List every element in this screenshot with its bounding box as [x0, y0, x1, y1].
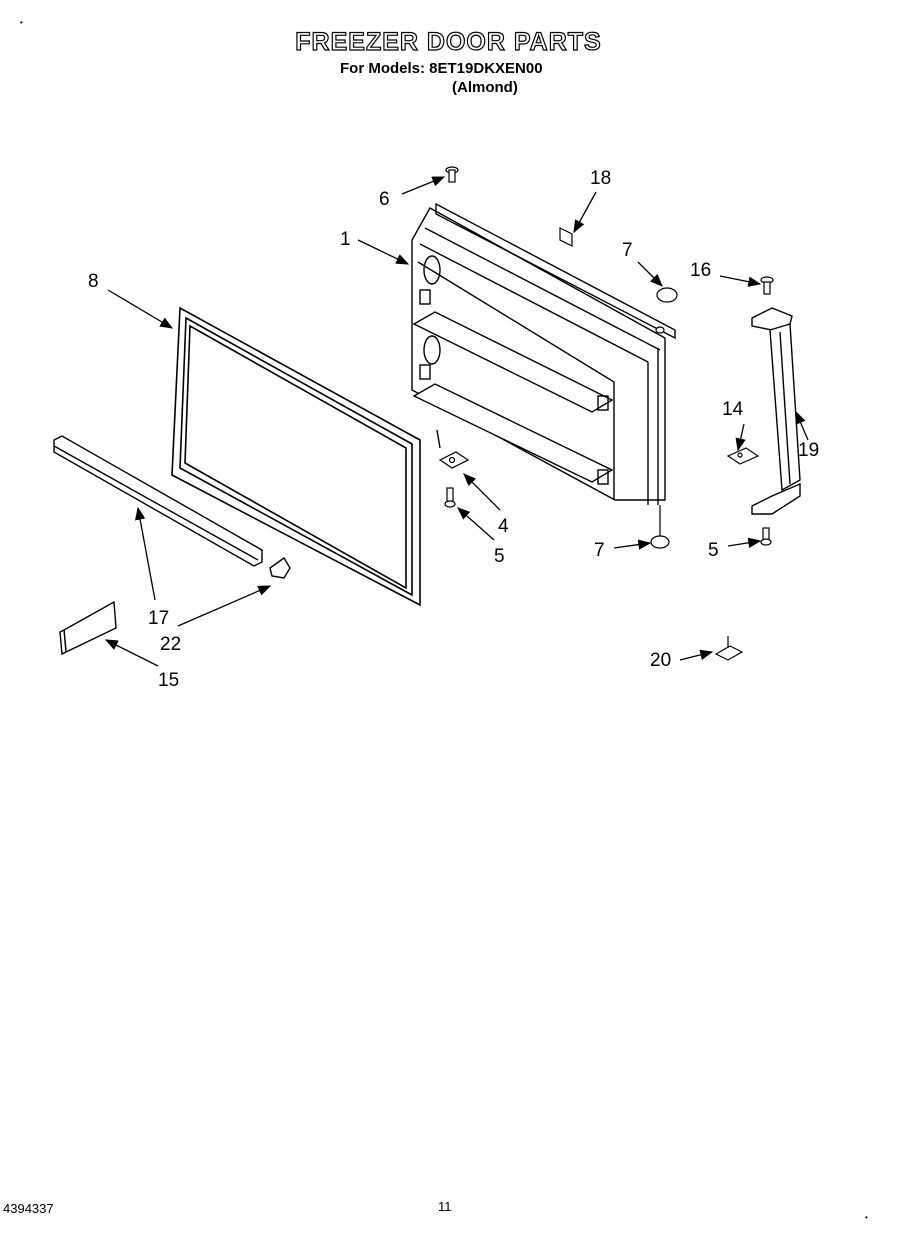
callout-15: 15: [158, 670, 179, 691]
callout-19: 19: [798, 440, 819, 461]
screw-part-5-right: [760, 527, 772, 546]
screw-part-5-left: [444, 487, 456, 508]
handle-part-19: [751, 307, 801, 515]
plug-part-7-top: [655, 287, 678, 334]
models-line: For Models: 8ET19DKXEN00: [340, 60, 543, 77]
door-gasket-part-8: [171, 306, 421, 607]
callout-8: 8: [88, 271, 99, 292]
callout-14: 14: [722, 399, 744, 420]
callout-6: 6: [379, 189, 390, 210]
door-liner-part-1: [411, 202, 676, 505]
hinge-bracket-part-4: [438, 451, 470, 469]
scan-mark-bottom-right: •: [865, 1213, 868, 1222]
callout-20: 20: [650, 650, 671, 671]
callout-18: 18: [590, 168, 611, 189]
cover-part-15: [59, 600, 117, 656]
clip-part-20: [714, 636, 744, 661]
clip-part-22: [269, 556, 291, 579]
plug-part-7-bottom: [650, 505, 670, 549]
screw-part-16: [760, 276, 774, 295]
part-code: 4394337: [3, 1201, 54, 1216]
trim-strip-part-17: [53, 435, 263, 567]
label-part-18: [559, 227, 573, 247]
callout-16: 16: [690, 260, 711, 281]
page-number: 11: [438, 1199, 452, 1214]
color-line: (Almond): [452, 79, 518, 96]
scan-mark-top-left: •: [20, 18, 23, 27]
leader-lines: [104, 176, 809, 667]
page-title: FREEZER DOOR PARTS: [295, 27, 602, 56]
callout-22: 22: [160, 634, 181, 655]
callout-5-left: 5: [494, 546, 505, 567]
screw-part-6: [445, 166, 459, 183]
callout-17: 17: [148, 608, 169, 629]
spacer-part-14: [726, 447, 760, 465]
callout-5-right: 5: [708, 540, 719, 561]
callout-1: 1: [340, 229, 351, 250]
callout-4: 4: [498, 516, 509, 537]
callout-7-bottom: 7: [594, 540, 605, 561]
callout-7-top: 7: [622, 240, 633, 261]
